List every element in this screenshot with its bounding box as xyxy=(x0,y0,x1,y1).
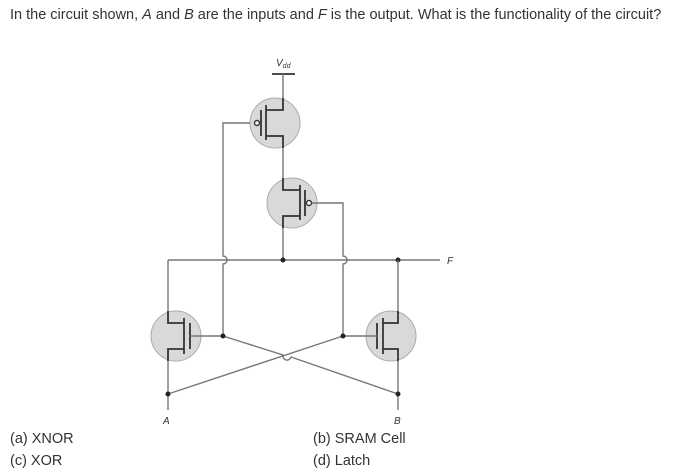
question-text: In the circuit shown, A and B are the in… xyxy=(10,5,690,26)
option-b[interactable]: (b) SRAM Cell xyxy=(313,431,406,447)
pmos-transistor-top xyxy=(249,97,301,149)
option-a[interactable]: (a) XNOR xyxy=(10,431,74,447)
q-text: and xyxy=(151,7,185,23)
option-d[interactable]: (d) Latch xyxy=(313,453,371,469)
q-var-f: F xyxy=(317,7,327,23)
vdd-label: Vdd xyxy=(276,58,292,70)
q-text: is the output. What is the functionality… xyxy=(326,7,662,23)
output-f-label: F xyxy=(447,256,454,267)
q-var-a: A xyxy=(142,7,152,23)
option-c[interactable]: (c) XOR xyxy=(10,453,63,469)
q-text: In the circuit shown, xyxy=(10,7,143,23)
pmos-transistor-middle xyxy=(266,177,318,229)
q-text: are the inputs and xyxy=(193,7,318,23)
q-var-b: B xyxy=(184,7,194,23)
input-a-label: A xyxy=(162,416,170,427)
input-b-label: B xyxy=(394,416,401,427)
nmos-transistor-left xyxy=(150,310,202,362)
